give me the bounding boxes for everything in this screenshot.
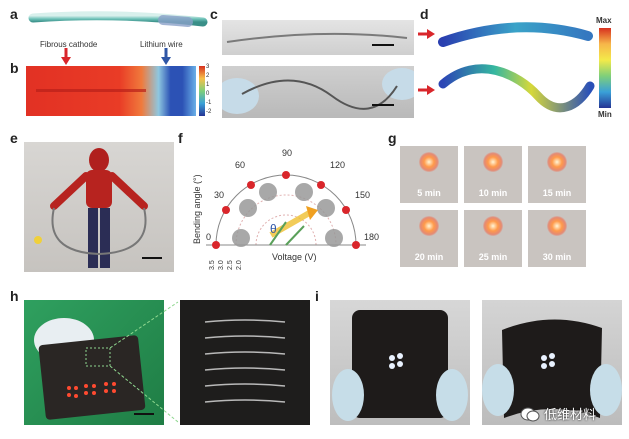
led-time-label: 15 min	[542, 188, 572, 198]
colorbar-tick: 3	[206, 64, 210, 70]
colorbar-max-label: Max	[596, 16, 612, 25]
colorbar-tick: 0	[206, 91, 210, 97]
led-time-label: 30 min	[542, 252, 572, 262]
f-xlabel: Voltage (V)	[272, 252, 317, 262]
panel-label-g: g	[388, 130, 397, 146]
voltage-tick: 2.5	[227, 260, 234, 270]
lithium-wire-label: Lithium wire	[140, 40, 183, 49]
colorbar-tick: 2	[206, 73, 210, 79]
led-glow	[419, 152, 439, 172]
voltage-tick: 3.5	[209, 260, 216, 270]
panel-label-d: d	[420, 6, 429, 22]
voltage-tick: 2.0	[236, 260, 243, 270]
angle-markers	[212, 171, 360, 249]
led-cell: 20 min	[400, 210, 458, 267]
simulation-heatmap	[26, 66, 196, 116]
colorbar-deformation	[599, 28, 611, 108]
watermark-text: 低维材料	[544, 407, 597, 422]
textile-closeup-photo	[180, 300, 310, 425]
panel-label-c: c	[210, 6, 218, 22]
cathode-trace	[36, 89, 146, 92]
colorbar	[199, 66, 205, 116]
colorbar-tick: -1	[206, 100, 212, 106]
angle-tick-150: 150	[355, 190, 371, 200]
angle-tick-60: 60	[235, 160, 246, 170]
bending-angle-chart	[206, 171, 366, 249]
led-time-label: 10 min	[478, 188, 508, 198]
led-glow	[547, 216, 567, 236]
fabric-photo-bent	[482, 300, 622, 425]
deformation-simulation	[438, 22, 595, 113]
panel-label-h: h	[10, 288, 19, 304]
fibrous-cathode-label: Fibrous cathode	[40, 40, 98, 49]
angle-tick-120: 120	[330, 160, 346, 170]
wechat-icon	[520, 407, 540, 421]
panel-label-i: i	[315, 288, 319, 304]
red-arrow-icon	[61, 48, 71, 65]
voltage-tick: 3.0	[218, 260, 225, 270]
fiber-photo-straight	[222, 20, 414, 55]
led-glow	[483, 216, 503, 236]
angle-tick-30: 30	[214, 190, 225, 200]
led-cell: 25 min	[464, 210, 522, 267]
colorbar-tick: -2	[206, 109, 212, 115]
watermark: 低维材料	[520, 404, 596, 423]
angle-tick-0: 0	[206, 232, 212, 242]
fabric-photo-flat	[330, 300, 470, 425]
panel-label-a: a	[10, 6, 18, 22]
led-time-label: 20 min	[414, 252, 444, 262]
fiber-battery-illustration	[28, 11, 208, 27]
angle-tick-90: 90	[282, 148, 293, 158]
led-cell: 15 min	[528, 146, 586, 203]
led-glow	[483, 152, 503, 172]
textile-photo	[24, 300, 164, 425]
led-time-label: 5 min	[417, 188, 441, 198]
panel-label-f: f	[178, 130, 183, 146]
led-glow	[419, 216, 439, 236]
fiber-photo-bent	[222, 66, 414, 118]
zoom-guide-lines	[110, 301, 179, 423]
colorbar-tick: 1	[206, 82, 210, 88]
blue-arrow-icon	[161, 48, 171, 65]
angle-tick-180: 180	[364, 232, 380, 242]
panel-label-e: e	[10, 130, 18, 146]
led-cell: 5 min	[400, 146, 458, 203]
fiber-insets	[232, 183, 343, 247]
led-time-label: 25 min	[478, 252, 508, 262]
right-arrow-icon	[418, 29, 435, 39]
right-arrow-icon	[418, 85, 435, 95]
colorbar-min-label: Min	[598, 110, 612, 119]
led-cell: 30 min	[528, 210, 586, 267]
led-cell: 10 min	[464, 146, 522, 203]
led-glow	[547, 152, 567, 172]
panel-label-b: b	[10, 60, 19, 76]
theta-symbol: θ	[270, 222, 277, 236]
action-figure-photo	[24, 142, 174, 272]
f-ylabel: Bending angle (°)	[192, 174, 202, 244]
